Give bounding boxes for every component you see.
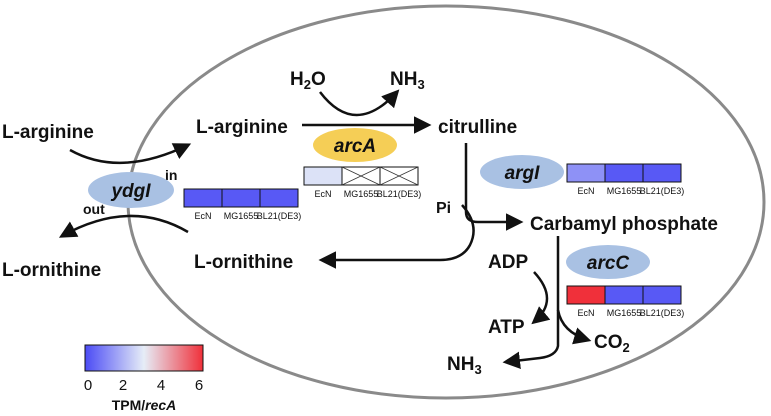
arcA-strain-label-0: EcN bbox=[314, 189, 331, 199]
ydgI-enzyme-badge bbox=[88, 172, 174, 208]
export-arrow bbox=[58, 214, 189, 238]
l-arginine-inside: L-arginine bbox=[196, 117, 288, 138]
argI-enzyme-badge bbox=[480, 155, 564, 189]
l-ornithine-inside: L-ornithine bbox=[194, 252, 293, 273]
legend-tick-4: 4 bbox=[157, 377, 165, 394]
argI-cell-2 bbox=[642, 163, 682, 183]
arcA-enzyme-badge bbox=[313, 128, 397, 162]
co2-label: CO2 bbox=[594, 332, 630, 355]
pi-label: Pi bbox=[436, 200, 451, 217]
argI-cell-1 bbox=[604, 163, 644, 183]
arcC-cell-0 bbox=[566, 285, 606, 305]
h2o-nh3-curve-arrow bbox=[319, 89, 400, 117]
color-legend: 0 2 4 6 TPM/recA bbox=[84, 344, 204, 413]
argI-cell-0 bbox=[566, 163, 606, 183]
nh3-top-label: NH3 bbox=[390, 69, 425, 92]
arcC-cell-2 bbox=[642, 285, 682, 305]
carbamyl-phosphate-label: Carbamyl phosphate bbox=[530, 214, 718, 235]
adp-to-atp-arrow bbox=[531, 271, 551, 325]
ydgI-cell-1 bbox=[221, 188, 261, 208]
argI-strain-label-2: BL21(DE3) bbox=[640, 186, 685, 196]
arcC-strain-label-0: EcN bbox=[577, 308, 594, 318]
arcC-cell-1 bbox=[604, 285, 644, 305]
arcC-enzyme-badge bbox=[566, 245, 650, 279]
ydgI-strain-label-1: MG1655 bbox=[224, 211, 259, 221]
adp-label: ADP bbox=[488, 252, 528, 273]
arcA-cell-2-cross-1 bbox=[379, 166, 419, 186]
ydgI-cell-0 bbox=[183, 188, 223, 208]
l-ornithine-outside: L-ornithine bbox=[2, 260, 101, 281]
arcA-cell-0 bbox=[303, 166, 343, 186]
argI-strain-label-1: MG1655 bbox=[607, 186, 642, 196]
argI-label: argI bbox=[505, 163, 541, 184]
arcA-strain-label-1: MG1655 bbox=[344, 189, 379, 199]
out-label: out bbox=[83, 201, 105, 217]
nh3-bottom-label: NH3 bbox=[447, 354, 482, 377]
citrulline-label: citrulline bbox=[438, 117, 517, 138]
ydgI-cell-2 bbox=[259, 188, 299, 208]
arcA-label: arcA bbox=[334, 136, 376, 157]
l-arginine-outside: L-arginine bbox=[2, 122, 94, 143]
arcC-label: arcC bbox=[587, 253, 630, 274]
import-arrow bbox=[69, 143, 192, 164]
legend-title: TPM/recA bbox=[112, 397, 177, 413]
in-label: in bbox=[165, 167, 177, 183]
atp-label: ATP bbox=[488, 317, 525, 338]
ydgI-strain-label-0: EcN bbox=[194, 211, 211, 221]
arcC-strain-label-1: MG1655 bbox=[607, 308, 642, 318]
pi-to-ornithine-arrow bbox=[318, 204, 475, 269]
legend-gradient-bar bbox=[84, 344, 204, 372]
ydgI-label: ydgI bbox=[110, 181, 151, 202]
ydgI-strain-label-2: BL21(DE3) bbox=[257, 211, 302, 221]
legend-tick-0: 0 bbox=[84, 377, 92, 394]
arcA-cell-1-cross-1 bbox=[341, 166, 381, 186]
h2o-label: H2O bbox=[290, 69, 326, 92]
arcA-strain-label-2: BL21(DE3) bbox=[377, 189, 422, 199]
legend-tick-2: 2 bbox=[119, 377, 127, 394]
argI-strain-label-0: EcN bbox=[577, 186, 594, 196]
legend-tick-6: 6 bbox=[195, 377, 203, 394]
arcC-strain-label-2: BL21(DE3) bbox=[640, 308, 685, 318]
carbamyl-to-nh3-arrow bbox=[502, 310, 560, 370]
